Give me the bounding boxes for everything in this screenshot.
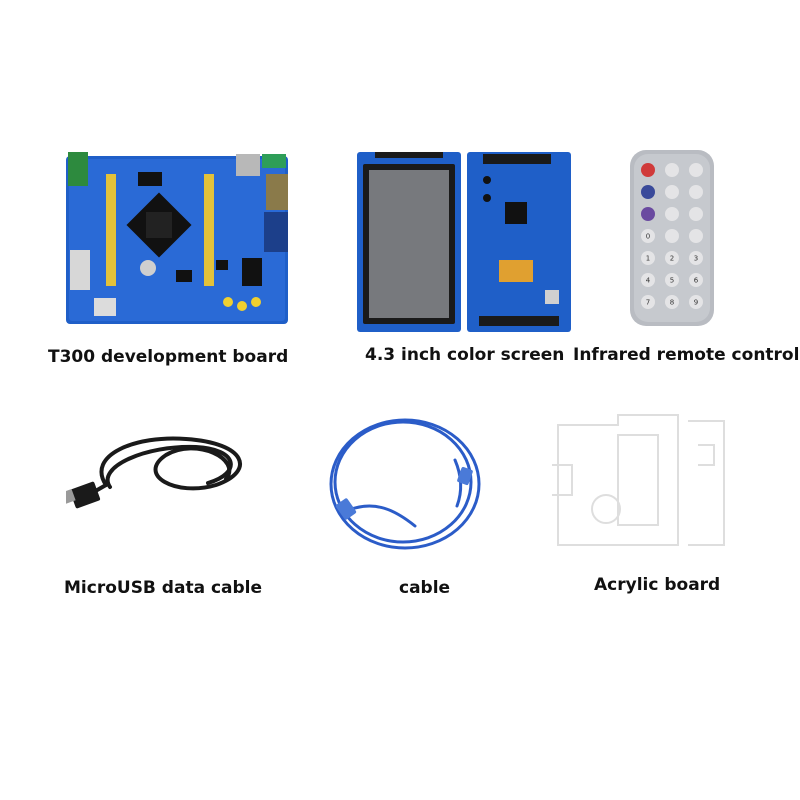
development-board-image [66, 150, 292, 328]
development-board-label: T300 development board [48, 347, 289, 367]
remote-key-8: 8 [670, 299, 674, 307]
remote-key-9: 9 [694, 299, 698, 307]
acrylic-board-label: Acrylic board [594, 575, 721, 595]
remote-control-image: 0 1 2 3 4 5 6 7 8 9 [628, 148, 716, 330]
remote-key-2: 2 [670, 255, 674, 263]
remote-key-6: 6 [694, 277, 699, 285]
remote-key-5: 5 [670, 277, 674, 285]
remote-key-3: 3 [694, 255, 698, 263]
network-cable-label: cable [399, 578, 451, 598]
acrylic-board-icon [552, 414, 725, 546]
usb-cable-label: MicroUSB data cable [64, 578, 263, 598]
remote-control-icon: 0 1 2 3 4 5 6 7 8 9 [630, 150, 714, 326]
remote-key-0: 0 [646, 233, 650, 241]
lcd-screen-label: 4.3 inch color screen [365, 345, 565, 365]
usb-cable-image [66, 415, 262, 515]
lcd-screen-image [355, 150, 577, 336]
acrylic-board-image [548, 405, 730, 553]
network-cable-icon [329, 418, 481, 550]
remote-key-4: 4 [646, 277, 651, 285]
remote-key-7: 7 [646, 299, 650, 307]
remote-control-label: Infrared remote control [573, 345, 800, 365]
remote-key-1: 1 [646, 255, 650, 263]
lcd-screen-icon [357, 152, 571, 332]
network-cable-image [325, 410, 485, 558]
usb-cable-icon [66, 436, 242, 509]
development-board-icon [66, 152, 288, 324]
